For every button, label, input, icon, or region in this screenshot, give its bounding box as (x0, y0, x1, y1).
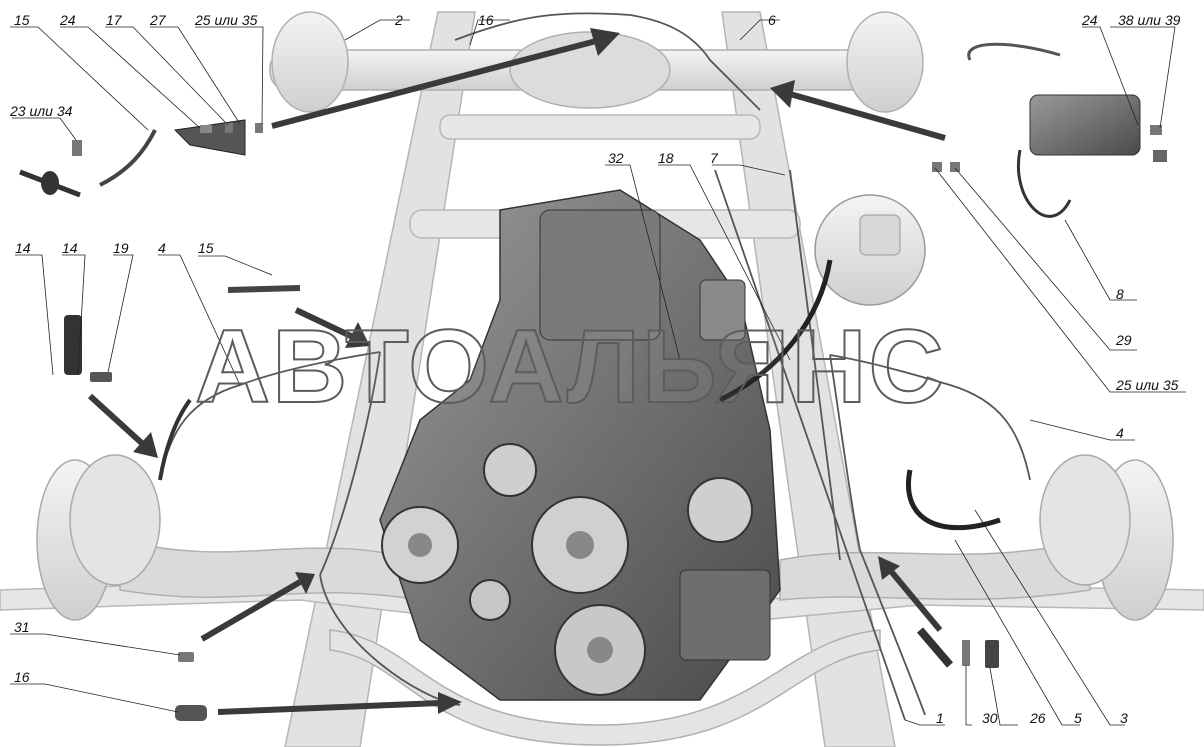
pointer-arrows (87, 28, 946, 715)
callout-24-top-left: 24 (60, 12, 76, 28)
brake-hose-thick (718, 259, 1001, 531)
callout-17: 17 (106, 12, 122, 28)
callout-16-bottom: 16 (14, 669, 30, 685)
callout-38-or-39: 38 или 39 (1118, 12, 1181, 28)
callout-7: 7 (710, 150, 718, 166)
brake-booster (814, 194, 926, 306)
callout-3: 3 (1120, 710, 1128, 726)
callout-1: 1 (936, 710, 944, 726)
callout-5: 5 (1074, 710, 1082, 726)
callout-18: 18 (658, 150, 674, 166)
rear-axle (269, 11, 924, 113)
callout-6: 6 (768, 12, 776, 28)
callout-2: 2 (395, 12, 403, 28)
callout-8: 8 (1116, 286, 1124, 302)
callout-4-left: 4 (158, 240, 166, 256)
brake-hose-left-front (158, 398, 192, 481)
callout-29: 29 (1116, 332, 1132, 348)
callout-26: 26 (1030, 710, 1046, 726)
front-left-wheel-hub (36, 454, 161, 621)
callout-14-b: 14 (62, 240, 78, 256)
callout-19: 19 (113, 240, 129, 256)
callout-14-a: 14 (15, 240, 31, 256)
callout-15-top: 15 (14, 12, 30, 28)
callout-15-mid: 15 (198, 240, 214, 256)
callout-24-top-right: 24 (1082, 12, 1098, 28)
callout-23-or-34: 23 или 34 (10, 103, 73, 119)
engine (379, 189, 781, 701)
leader-lines (10, 19, 1186, 726)
callout-25-or-35-top: 25 или 35 (195, 12, 258, 28)
front-right-wheel-hub (1039, 454, 1174, 621)
callout-32: 32 (608, 150, 624, 166)
brake-pressure-regulator (967, 42, 1141, 218)
callout-30: 30 (982, 710, 998, 726)
callout-25-or-35-right: 25 или 35 (1116, 377, 1179, 393)
callout-31: 31 (14, 619, 30, 635)
callout-16-top: 16 (478, 12, 494, 28)
callout-27: 27 (150, 12, 166, 28)
loose-parts (64, 123, 1167, 721)
brake-lines (159, 12, 1031, 721)
watermark-text: АВТОАЛЬЯНС (194, 309, 946, 425)
callout-4-right: 4 (1116, 425, 1124, 441)
